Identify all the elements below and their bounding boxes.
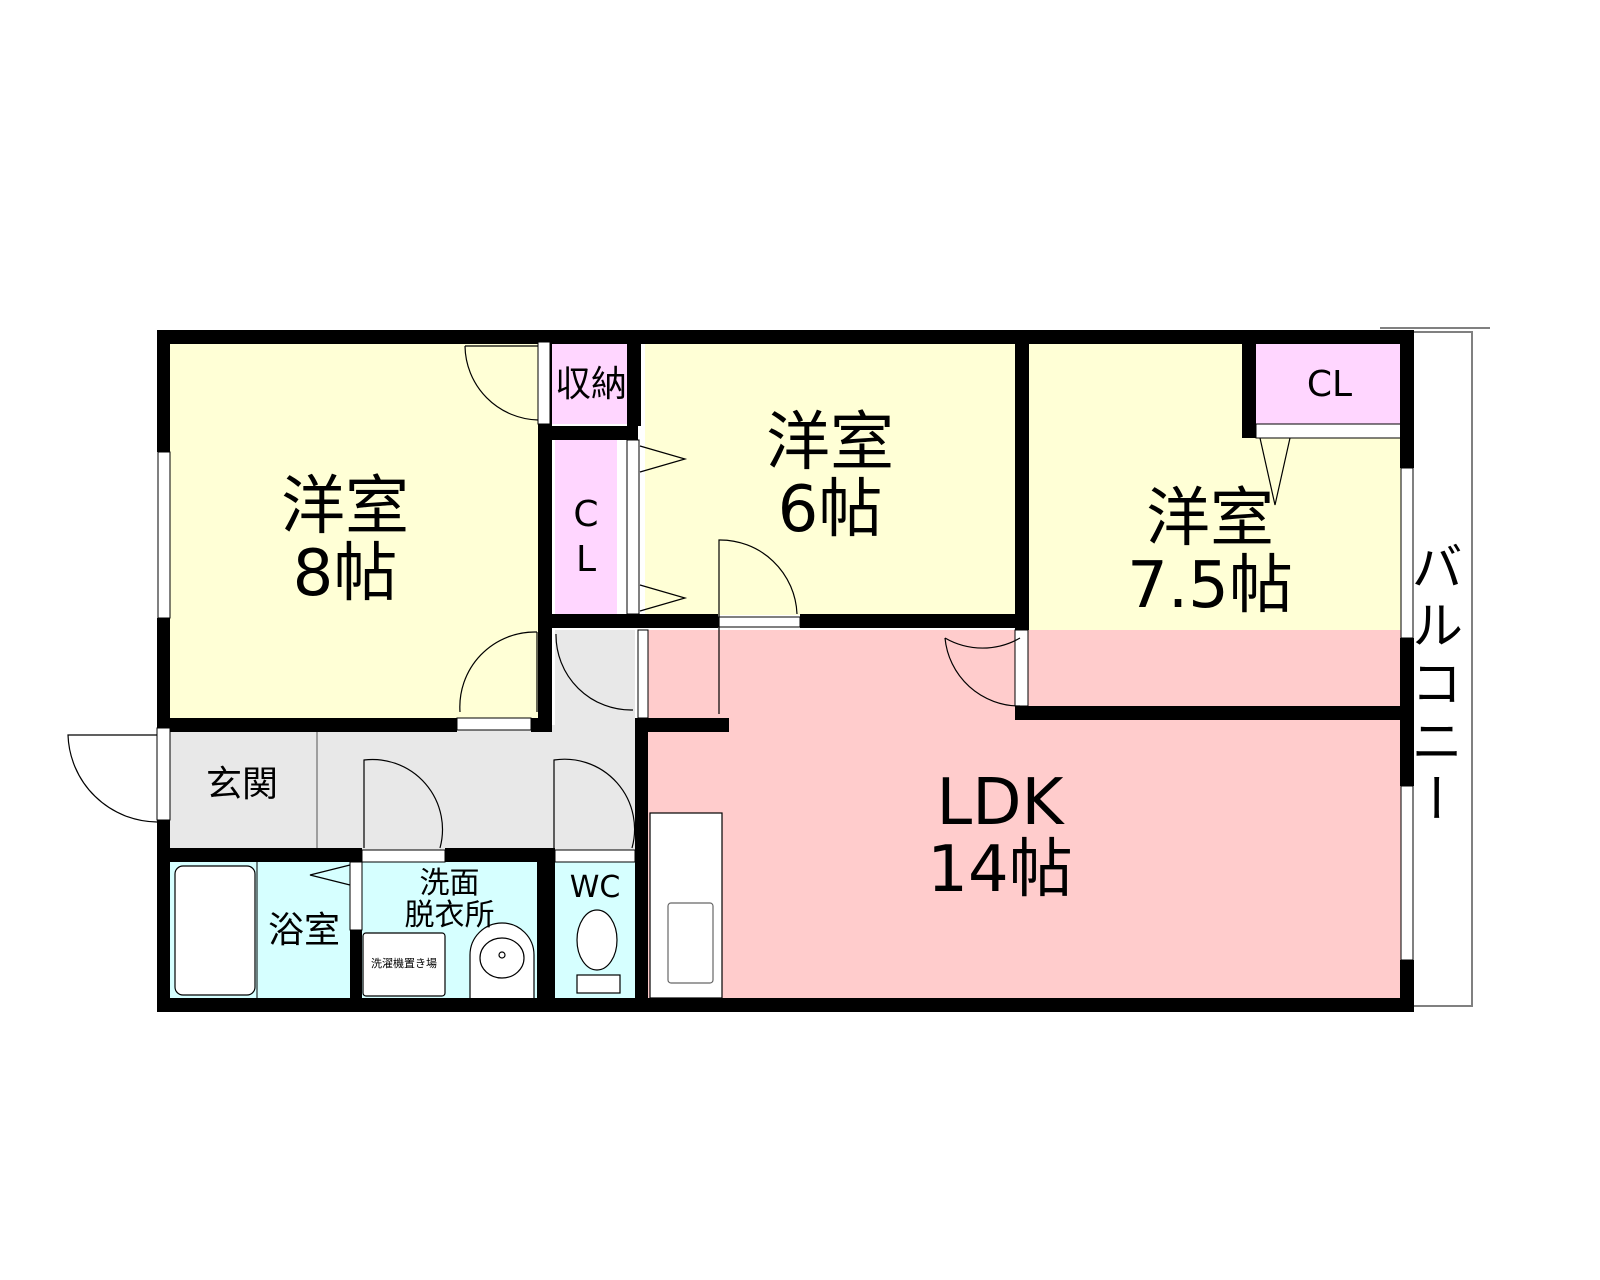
bathtub-icon — [174, 865, 256, 996]
closet-center-label: C L — [573, 494, 599, 580]
closet-right-floor — [1256, 342, 1403, 424]
windows — [157, 451, 1414, 961]
ldk-upper-floor — [645, 630, 1020, 720]
toilet-tank-icon — [576, 974, 621, 994]
toilet-label: WC — [569, 870, 621, 905]
closet-right-door-strip — [1255, 423, 1404, 439]
bedroom-8-label: 洋室 8帖 — [281, 470, 409, 612]
bathroom-label: 浴室 — [267, 910, 340, 951]
storage-floor — [550, 342, 628, 424]
toilet-bowl-icon — [576, 909, 618, 971]
ldk-label: LDK 14帖 — [927, 766, 1073, 908]
door-openings — [156, 341, 1029, 931]
bedroom-6-floor — [645, 342, 1015, 615]
washer-space-label: 洗濯機置き場 — [371, 957, 437, 970]
bedroom-7-5-label: 洋室 7.5帖 — [1127, 482, 1293, 624]
closet-center-floor — [555, 440, 617, 614]
washroom-label: 洗面 脱衣所 — [404, 866, 495, 933]
fixtures — [174, 812, 723, 999]
door-swings — [67, 345, 1291, 886]
entrance-label: 玄関 — [205, 764, 278, 805]
storage-label: 収納 — [554, 364, 627, 405]
entrance-floor — [170, 725, 635, 850]
kitchen-sink-icon — [667, 902, 714, 984]
closet-right-label: CL — [1306, 364, 1353, 405]
walls — [157, 330, 1414, 1012]
washer-space-box — [362, 932, 446, 997]
bedroom-6-label: 洋室 6帖 — [766, 406, 894, 548]
balcony-label: バルコニー — [1401, 540, 1462, 830]
